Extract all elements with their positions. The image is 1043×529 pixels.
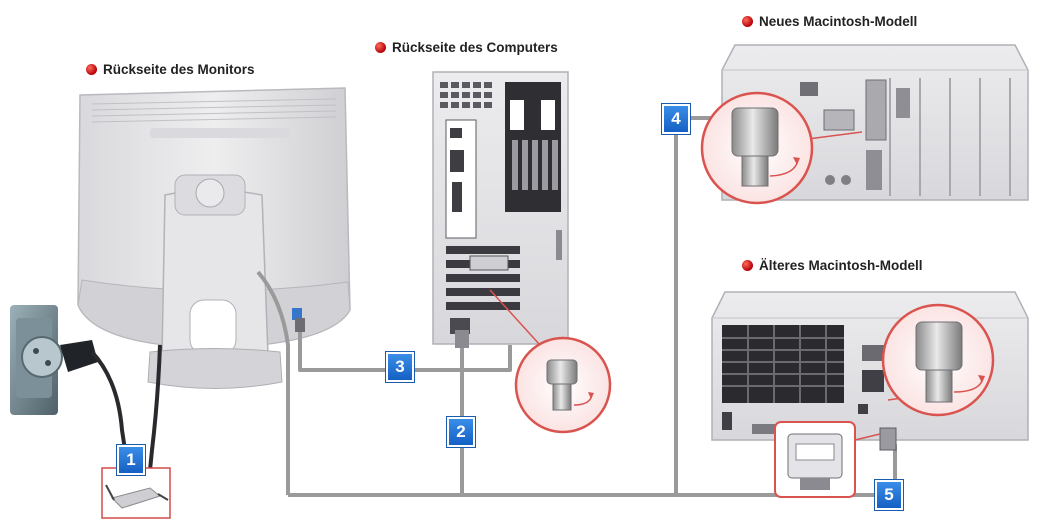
pc-tower-rear <box>432 71 569 345</box>
caption-monitor-back: Rückseite des Monitors <box>86 62 255 77</box>
caption-old-mac: Älteres Macintosh-Modell <box>742 258 923 273</box>
power-cable <box>90 344 162 471</box>
mac-adapter-callout <box>774 421 881 498</box>
bullet-icon <box>375 42 386 53</box>
pc-plug-callout <box>489 289 612 434</box>
step-badge-1: 1 <box>117 445 145 475</box>
caption-new-mac: Neues Macintosh-Modell <box>742 14 917 29</box>
caption-text: Rückseite des Computers <box>392 40 558 55</box>
step-badge-3: 3 <box>386 352 414 382</box>
caption-computer-back: Rückseite des Computers <box>375 40 558 55</box>
bullet-icon <box>742 260 753 271</box>
power-adapter <box>101 467 171 519</box>
wall-socket <box>10 305 98 415</box>
cable-connectors <box>295 318 897 451</box>
new-mac-plug-callout <box>700 91 863 205</box>
bullet-icon <box>742 16 753 27</box>
step-badge-4: 4 <box>662 104 690 134</box>
bullet-icon <box>86 64 97 75</box>
monitor-rear <box>77 87 351 389</box>
step-badge-2: 2 <box>447 417 475 447</box>
caption-text: Neues Macintosh-Modell <box>759 14 918 29</box>
step-badge-5: 5 <box>875 480 903 510</box>
caption-text: Älteres Macintosh-Modell <box>759 258 923 273</box>
old-mac-plug-callout <box>881 303 995 417</box>
caption-text: Rückseite des Monitors <box>103 62 255 77</box>
